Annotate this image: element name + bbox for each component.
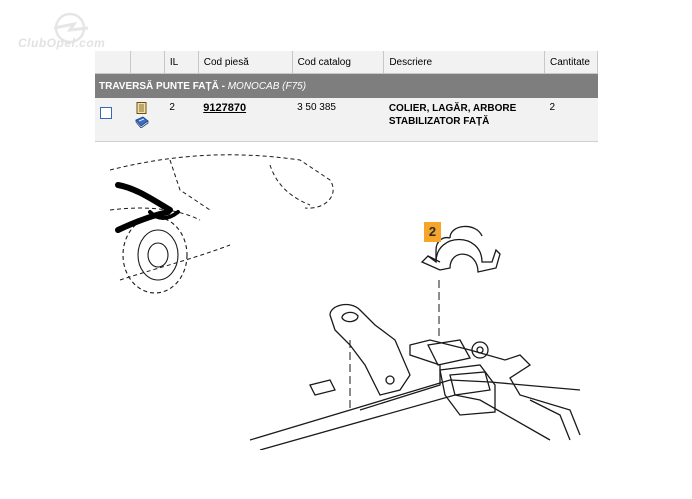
opel-logo — [53, 12, 89, 44]
table-row: 2 9127870 3 50 385 COLIER, LAGĂR, ARBORE… — [95, 98, 598, 142]
header-catalog-code: Cod catalog — [292, 51, 385, 74]
site-watermark: ClubOpel.com — [18, 36, 106, 50]
catalog-book-icon[interactable] — [135, 116, 150, 128]
table-header-row: IL Cod piesă Cod catalog Descriere Canti… — [95, 51, 599, 74]
wiring-harness — [115, 182, 180, 233]
section-separator: - — [218, 80, 228, 92]
select-cell — [95, 98, 131, 142]
header-icons — [130, 51, 165, 74]
wheel-sketch — [122, 216, 188, 294]
header-il: IL — [164, 51, 199, 74]
header-part-code: Cod piesă — [198, 51, 293, 74]
parts-table: IL Cod piesă Cod catalog Descriere Canti… — [95, 51, 599, 142]
header-description: Descriere — [383, 51, 545, 74]
icons-cell — [130, 98, 165, 142]
header-select — [95, 51, 131, 74]
header-quantity: Cantitate — [544, 51, 599, 74]
diagram-callout-2[interactable]: 2 — [424, 222, 441, 242]
document-icon[interactable] — [136, 102, 147, 114]
section-title: TRAVERSĂ PUNTE FAȚĂ - MONOCAB (F75) — [95, 73, 598, 98]
vehicle-outline-sketch — [110, 154, 334, 281]
description-line-2: STABILIZATOR FAȚĂ — [388, 116, 490, 127]
description-line-1: COLIER, LAGĂR, ARBORE — [388, 103, 517, 114]
catalog-code-cell: 3 50 385 — [292, 98, 384, 142]
section-model: MONOCAB (F75) — [227, 80, 307, 92]
quantity-cell: 2 — [544, 98, 598, 142]
part-code-link[interactable]: 9127870 — [203, 102, 247, 114]
parts-diagram — [110, 154, 581, 450]
description-cell: COLIER, LAGĂR, ARBORE STABILIZATOR FAȚĂ — [383, 98, 545, 142]
section-name: TRAVERSĂ PUNTE FAȚĂ — [99, 80, 219, 92]
part-code-cell: 9127870 — [198, 98, 293, 142]
section-header-row: TRAVERSĂ PUNTE FAȚĂ - MONOCAB (F75) — [95, 73, 598, 98]
front-crossmember — [249, 303, 581, 450]
il-cell: 2 — [164, 98, 199, 142]
row-checkbox[interactable] — [100, 107, 112, 119]
